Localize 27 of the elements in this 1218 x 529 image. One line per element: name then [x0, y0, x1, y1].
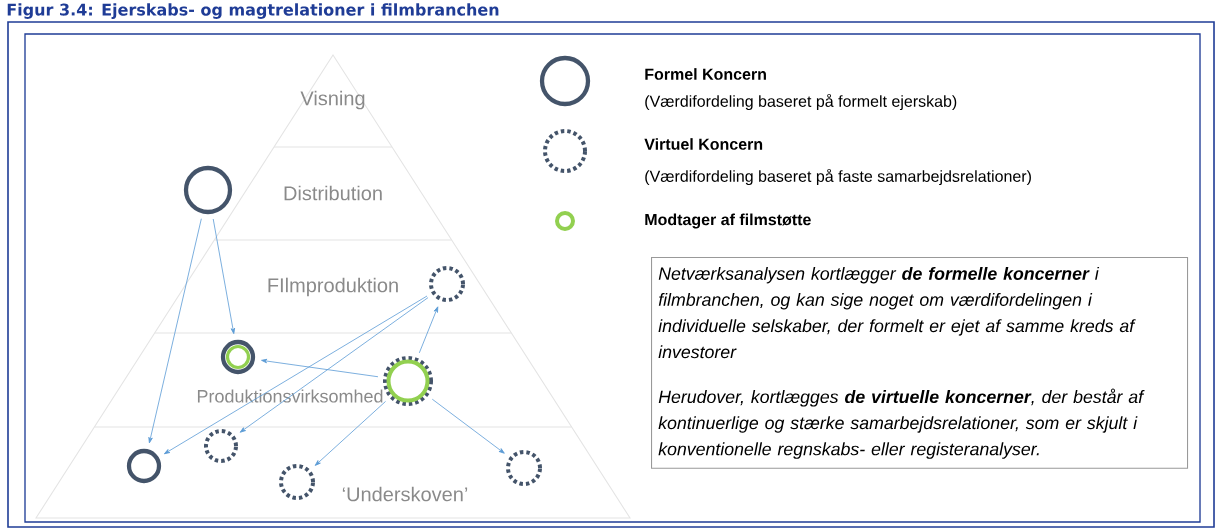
- legend-text: Modtager af filmstøtte: [645, 213, 811, 229]
- company-circle: [126, 448, 162, 484]
- level-label: ‘Underskoven’: [342, 486, 468, 502]
- legend-text: Formel Koncern: [645, 68, 766, 80]
- company-circle: [383, 356, 433, 406]
- company-circle: [506, 450, 542, 486]
- arrow: [212, 218, 236, 335]
- arrow: [239, 297, 429, 433]
- legend-description: (Værdifordeling baseret på faste samarbejdsrelationer): [645, 168, 1031, 186]
- figure-title: Figur 3.4: Ejerskabs- og magtrelationer i filmbranchen: [7, 3, 499, 19]
- company-circle: [279, 464, 315, 500]
- company-circle: [183, 165, 233, 215]
- arrow: [431, 398, 505, 454]
- arrow: [418, 306, 439, 354]
- arrow: [148, 218, 202, 444]
- arrow: [314, 401, 386, 466]
- level-label: Visning: [300, 90, 365, 110]
- company-circle: [204, 429, 238, 463]
- company-circle: [220, 339, 256, 375]
- level-label: Distribution: [284, 185, 382, 201]
- arrow: [261, 358, 379, 378]
- legend-description: (Værdifordeling baseret på formelt ejerskab): [645, 93, 957, 111]
- arrow: [163, 295, 428, 455]
- text-box: Netværksanalysen kortlægger de formelle koncerner i filmbranchen, og kan sige noget om værdifordelingen i individuelle selskaber, der formelt er ejet af samme kreds af investorer Herudover, kortlægges de virtuelle koncerner, der består af kontinuerlige og stærke samarbejdsrelationer, som er skjult i konventionelle regnskabs- eller registeranalyser.: [651, 257, 1189, 469]
- level-label: FIlmproduktion: [268, 277, 398, 297]
- company-circle: [429, 266, 465, 302]
- legend-text: Virtuel Koncern: [644, 138, 763, 150]
